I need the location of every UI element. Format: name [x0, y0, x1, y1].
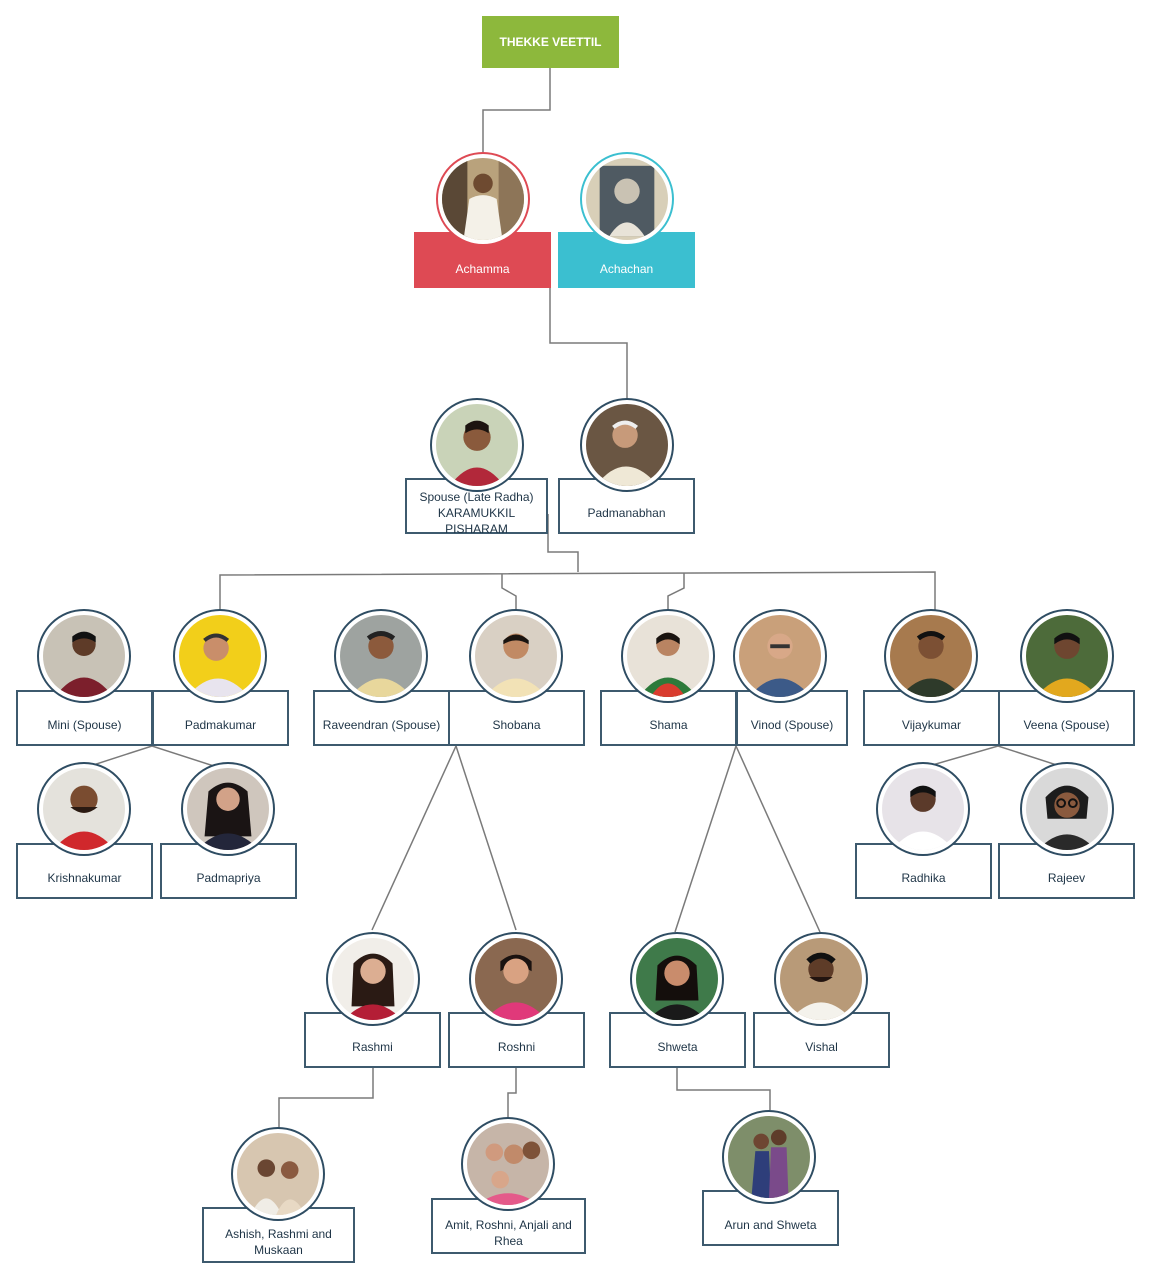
avatar-vinod[interactable]: [733, 609, 827, 703]
connector-shobana-roshni: [455, 745, 517, 931]
connector-shama-drop: [667, 573, 685, 610]
avatar-ashish-family[interactable]: [231, 1127, 325, 1221]
connector-shobana-rashmi: [371, 745, 457, 931]
avatar-padmanabhan[interactable]: [580, 398, 674, 492]
connector-shama-shweta: [674, 745, 737, 933]
member-name-radha-line1: Spouse (Late Radha): [419, 490, 534, 504]
member-box-arun-family[interactable]: Arun and Shweta: [702, 1190, 839, 1246]
avatar-amit-family[interactable]: [461, 1117, 555, 1211]
connector-grandparents-padmanabhan: [549, 288, 628, 400]
connector-children-bus: [219, 571, 936, 610]
avatar-padmapriya[interactable]: [181, 762, 275, 856]
avatar-shweta[interactable]: [630, 932, 724, 1026]
avatar-rajeev[interactable]: [1020, 762, 1114, 856]
connector-roshni-family: [507, 1068, 517, 1118]
avatar-vijaykumar[interactable]: [884, 609, 978, 703]
connector-vijaykumar-kids: [921, 745, 1067, 769]
avatar-radha[interactable]: [430, 398, 524, 492]
avatar-padmakumar[interactable]: [173, 609, 267, 703]
member-name-radha-line2: KARAMUKKIL PISHARAM: [437, 506, 516, 536]
connector-couple-children: [547, 514, 579, 572]
connector-shobana-drop: [501, 574, 517, 610]
connector-padmakumar-kids: [83, 745, 221, 769]
avatar-vishal[interactable]: [774, 932, 868, 1026]
connector-shama-vishal: [735, 745, 821, 933]
avatar-achamma[interactable]: [436, 152, 530, 246]
avatar-veena[interactable]: [1020, 609, 1114, 703]
avatar-radhika[interactable]: [876, 762, 970, 856]
avatar-mini[interactable]: [37, 609, 131, 703]
avatar-rashmi[interactable]: [326, 932, 420, 1026]
avatar-shama[interactable]: [621, 609, 715, 703]
family-root-label[interactable]: THEKKE VEETTIL: [482, 16, 619, 68]
connector-shweta-family: [676, 1068, 771, 1110]
avatar-krishnakumar[interactable]: [37, 762, 131, 856]
avatar-arun-family[interactable]: [722, 1110, 816, 1204]
connector-root-achamma: [482, 68, 551, 155]
avatar-shobana[interactable]: [469, 609, 563, 703]
avatar-raveendran[interactable]: [334, 609, 428, 703]
connector-rashmi-family: [278, 1068, 374, 1128]
avatar-achachan[interactable]: [580, 152, 674, 246]
avatar-roshni[interactable]: [469, 932, 563, 1026]
